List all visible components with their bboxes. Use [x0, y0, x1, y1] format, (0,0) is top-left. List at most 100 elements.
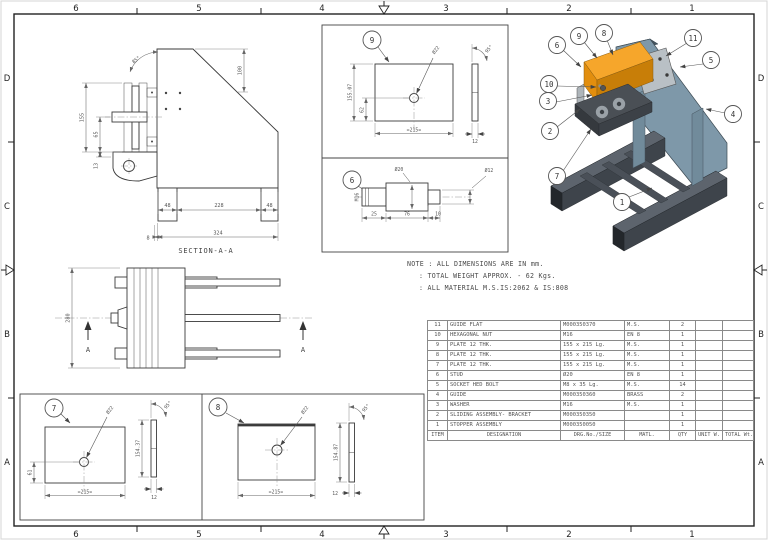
- grid-col-label: 6: [73, 4, 78, 14]
- bom-cell-totalwt: [722, 400, 754, 411]
- bom-cell-qty: 1: [669, 360, 696, 371]
- bom-cell-qty: 1: [669, 400, 696, 411]
- grid-row-label: A: [4, 458, 10, 468]
- dim-label: 13: [94, 163, 100, 169]
- bom-cell-drg: M000350370: [560, 320, 625, 331]
- bom-cell-matl: [624, 420, 670, 431]
- grid-col-label: 3: [443, 530, 448, 540]
- dim-angle: 85°: [131, 55, 142, 65]
- dim-hole-dia: Ø22: [430, 44, 441, 55]
- center-arrow-top-icon: [378, 1, 390, 15]
- detail-7-view: 7 Ø22 61 ≈215≈ 154.37 95° 12: [28, 398, 173, 501]
- bom-cell-matl: M.S.: [624, 360, 670, 371]
- balloon-6: [342, 170, 362, 190]
- bom-cell-drg: M16: [560, 400, 625, 411]
- bom-cell-qty: 14: [669, 380, 696, 391]
- bom-cell-matl: BRASS: [624, 390, 670, 401]
- balloon-label: 1: [620, 198, 625, 207]
- grid-row-label: D: [758, 74, 765, 84]
- bom-cell-unitw: [695, 410, 723, 421]
- grid-col-label: 5: [196, 4, 201, 14]
- dim-hole-dia: Ø22: [299, 404, 310, 415]
- bom-cell-unitw: [695, 420, 723, 431]
- beam-rear: [612, 170, 728, 252]
- bom-header-item: ITEM: [427, 430, 448, 441]
- grid-row-label: C: [758, 202, 764, 212]
- section-aa-view: 85° 100 155 65 13 48 228 48 8 324 SECTIO…: [80, 48, 279, 255]
- dim-label: 48: [164, 203, 170, 209]
- dim-angle: 95°: [484, 44, 494, 55]
- bom-cell-unitw: [695, 400, 723, 411]
- bom-cell-item: 11: [427, 320, 448, 331]
- balloon-9: [362, 30, 382, 50]
- center-arrow-left-icon: [1, 264, 15, 276]
- bom-cell-qty: 1: [669, 350, 696, 361]
- bom-cell-designation: HEXAGONAL NUT: [447, 330, 561, 341]
- bom-cell-drg: M16: [560, 330, 625, 341]
- balloon-label: 6: [350, 176, 355, 185]
- grid-col-label: 3: [443, 4, 448, 14]
- column: [691, 107, 704, 187]
- balloon-label: 8: [602, 29, 607, 38]
- center-arrow-bottom-icon: [378, 525, 390, 539]
- bom-cell-qty: 1: [669, 370, 696, 381]
- bom-cell-matl: EN 8: [624, 370, 670, 381]
- bom-cell-qty: 2: [669, 390, 696, 401]
- bom-cell-matl: M.S.: [624, 340, 670, 351]
- dim-label: 280: [66, 313, 72, 322]
- bom-cell-designation: PLATE 12 THK.: [447, 360, 561, 371]
- bom-cell-item: 5: [427, 380, 448, 391]
- bom-cell-drg: Ø20: [560, 370, 625, 381]
- bom-cell-qty: 1: [669, 420, 696, 431]
- bom-cell-designation: SLIDING ASSEMBLY- BRACKET: [447, 410, 561, 421]
- dim-thread: M16: [355, 193, 361, 202]
- bom-cell-totalwt: [722, 390, 754, 401]
- balloon-label: 7: [555, 172, 560, 181]
- balloon-label: 10: [544, 80, 554, 89]
- isometric-assembly-view: 6 9 8 11 5 10 3 2 7 4 1: [539, 24, 742, 252]
- section-cut-arrow-right-icon: A: [299, 321, 307, 354]
- grid-col-label: 1: [689, 530, 694, 540]
- grid-row-label: D: [4, 74, 11, 84]
- bom-header-designation: DESIGNATION: [447, 430, 561, 441]
- bom-cell-totalwt: [722, 420, 754, 431]
- grid-col-label: 2: [566, 530, 571, 540]
- dim-label: 61: [28, 470, 34, 476]
- bom-cell-unitw: [695, 340, 723, 351]
- balloon-label: 5: [709, 56, 714, 65]
- balloon-label: 7: [52, 404, 57, 413]
- notes-block: NOTE : ALL DIMENSIONS ARE IN mm. : TOTAL…: [407, 260, 568, 292]
- dim-label: ≈215≈: [78, 490, 93, 496]
- bom-cell-drg: 155 x 215 Lg.: [560, 340, 625, 351]
- center-arrow-right-icon: [753, 264, 767, 276]
- balloon-label: 8: [216, 403, 221, 412]
- bom-cell-designation: GUIDE: [447, 390, 561, 401]
- balloon-label: 6: [555, 41, 560, 50]
- dim-dia-tip: Ø12: [485, 167, 494, 174]
- dim-label: 154.37: [136, 440, 142, 457]
- balloon-label: 9: [577, 32, 582, 41]
- dim-label: 62: [360, 107, 366, 113]
- bom-cell-designation: GUIDE FLAT: [447, 320, 561, 331]
- bom-cell-qty: 2: [669, 320, 696, 331]
- bom-cell-totalwt: [722, 410, 754, 421]
- grid-col-label: 2: [566, 4, 571, 14]
- dim-label: ≈215≈: [269, 490, 284, 496]
- grid-col-label: 4: [319, 530, 324, 540]
- dim-label: 8: [146, 236, 149, 242]
- bom-cell-unitw: [695, 360, 723, 371]
- dim-label: 324: [213, 231, 222, 237]
- beam-front: [550, 130, 666, 212]
- balloon-7: [44, 398, 64, 418]
- bom-cell-totalwt: [722, 320, 754, 331]
- bom-cell-unitw: [695, 370, 723, 381]
- bom-cell-unitw: [695, 330, 723, 341]
